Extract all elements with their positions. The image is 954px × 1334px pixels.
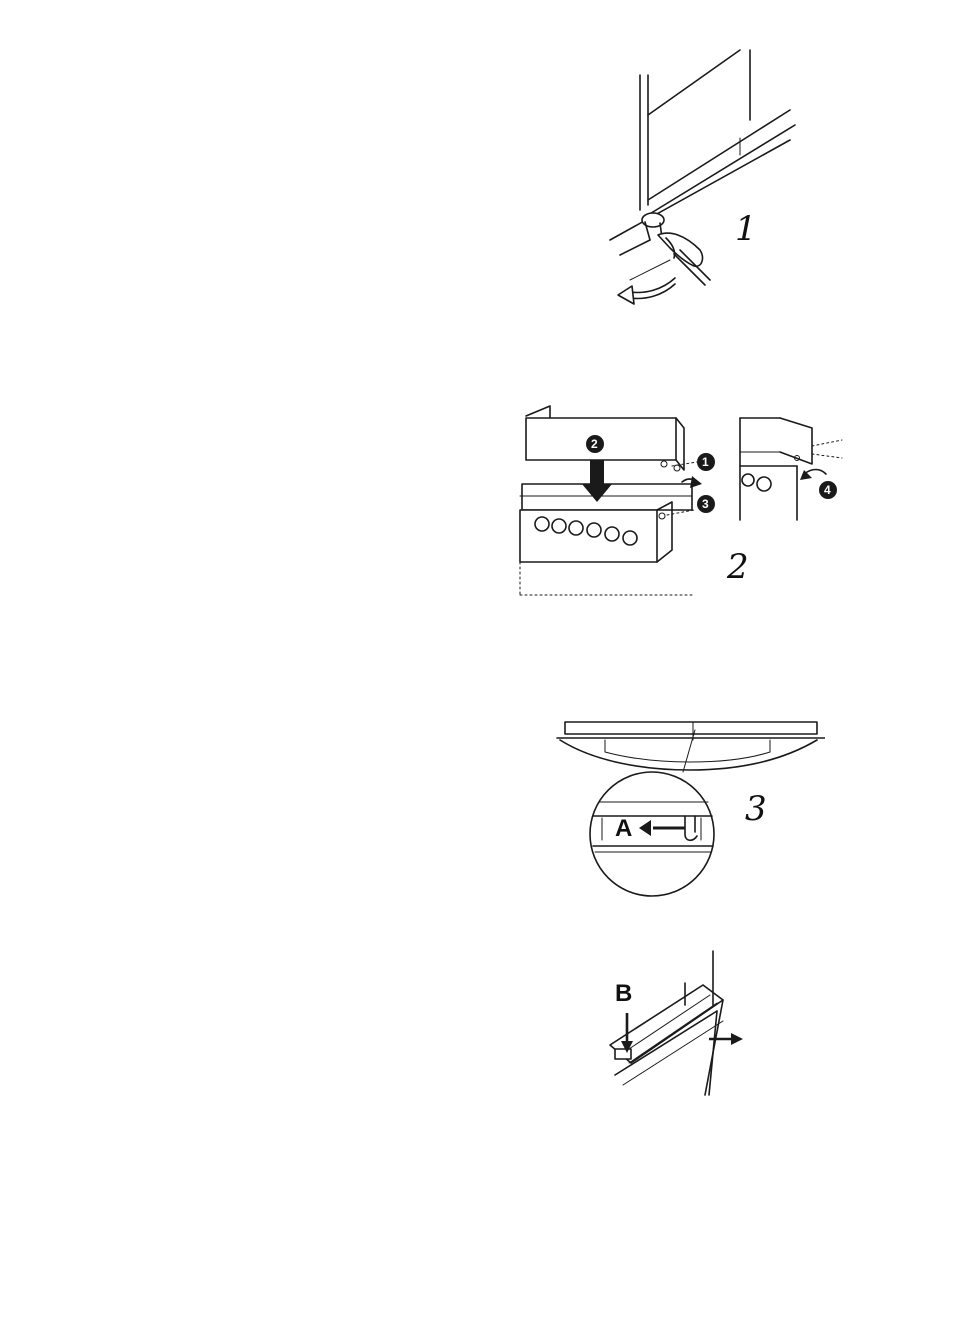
svg-text:1: 1 [735, 209, 757, 249]
svg-text:2: 2 [726, 547, 749, 587]
callout-2: 2 [591, 437, 598, 451]
figure-3-step-label: 3 [745, 789, 767, 829]
figure-3-door-clip-detail: A 3 [555, 712, 825, 902]
figure-1-foot-adjustment: 1 [590, 40, 810, 310]
figure-3-detail-label-a: A [615, 815, 632, 842]
callout-1: 1 [702, 455, 709, 469]
figure-2-back-panel-fitting: 2 1 3 4 2 [512, 400, 846, 605]
callout-4: 4 [824, 483, 831, 497]
figure-1-step-label: 1 [735, 209, 757, 249]
svg-text:B: B [615, 980, 632, 1007]
svg-text:3: 3 [745, 789, 767, 829]
figure-3-drawing: A 3 [555, 712, 825, 902]
svg-text:A: A [615, 815, 632, 842]
figure-2-drawing: 2 1 3 4 2 [512, 400, 846, 605]
callout-3: 3 [702, 497, 709, 511]
figure-4-detail-label-b: B [615, 980, 632, 1007]
figure-4-glass-removal: B [605, 945, 760, 1100]
figure-2-step-label: 2 [726, 547, 749, 587]
figure-1-drawing: 1 [590, 40, 810, 310]
figure-4-drawing: B [605, 945, 760, 1100]
